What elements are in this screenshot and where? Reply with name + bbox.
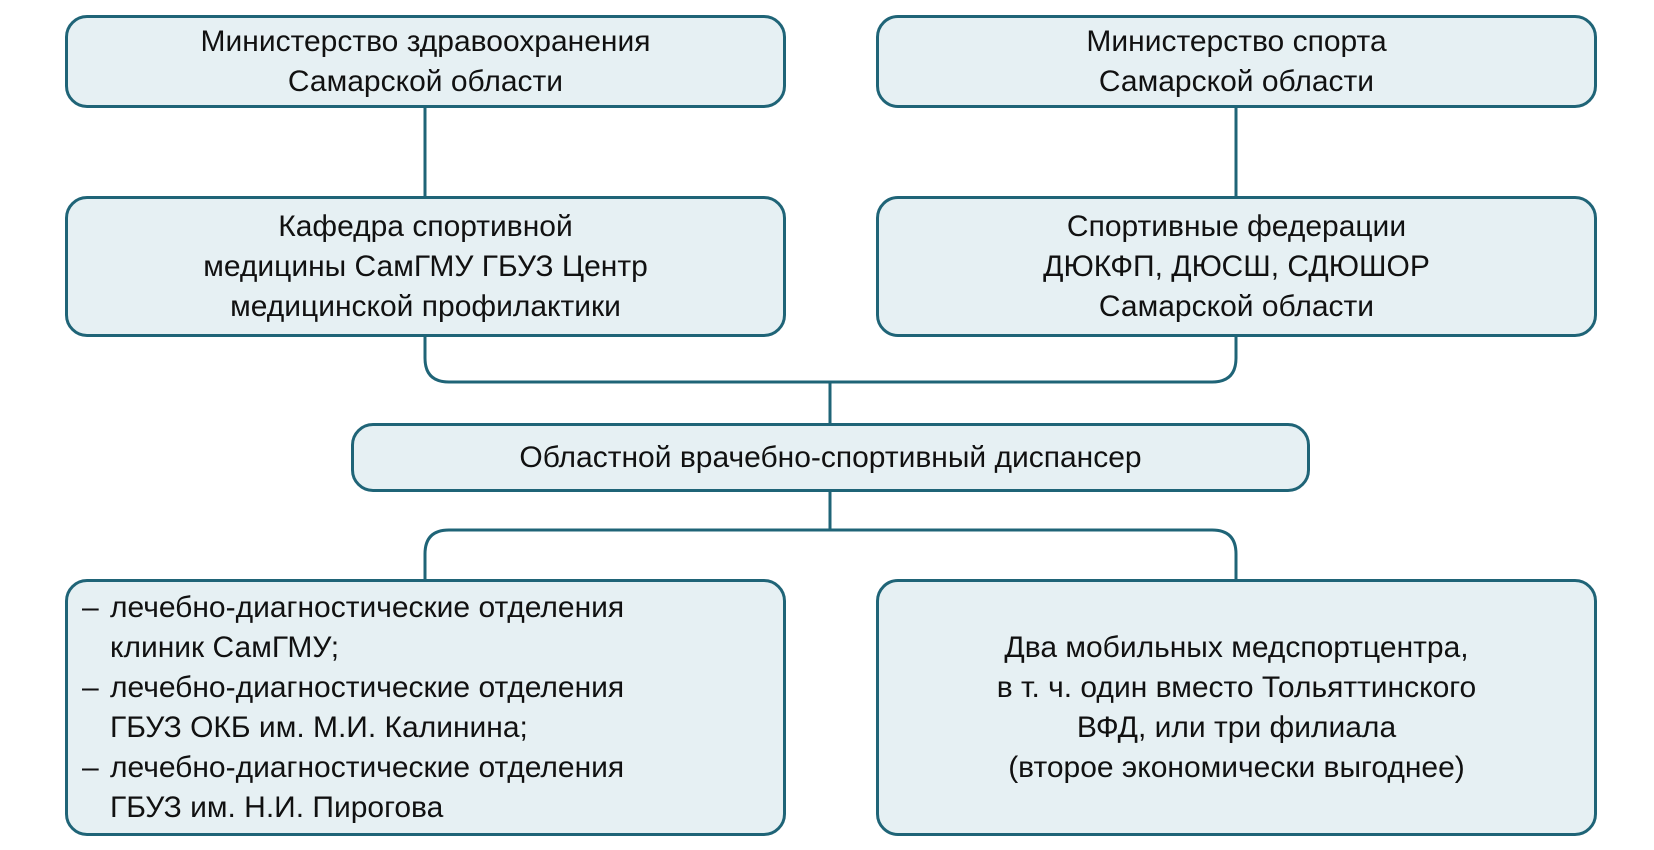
- ministry-health-line: Министерство здравоохранения: [200, 24, 651, 58]
- connector-lower-split: [423, 528, 1238, 579]
- list-item-line: клиник СамГМУ;: [110, 630, 340, 664]
- departments-list: – лечебно-диагностические отделения клин…: [82, 588, 624, 828]
- list-item: – лечебно-диагностические отделения клин…: [82, 588, 624, 668]
- list-item-line: ГБУЗ ОКБ им. М.И. Калинина;: [110, 710, 528, 744]
- ministry-sport-line: Министерство спорта: [1086, 24, 1387, 58]
- ministry-sport-line: Самарской области: [1098, 64, 1375, 98]
- mobile-centers-line: (второе экономически выгоднее): [1008, 750, 1465, 784]
- mobile-centers-line: ВФД, или три филиала: [1076, 710, 1397, 744]
- ministry-health-line: Самарской области: [287, 64, 564, 98]
- sports-medicine-dept-box: Кафедра спортивной медицины СамГМУ ГБУЗ …: [65, 196, 786, 337]
- sports-federations-line: Самарской области: [1098, 289, 1375, 323]
- sports-medicine-dept-line: медицинской профилактики: [230, 289, 621, 323]
- list-item: – лечебно-диагностические отделения ГБУЗ…: [82, 668, 624, 748]
- sports-federations-line: ДЮКФП, ДЮСШ, СДЮШОР: [1043, 249, 1430, 283]
- list-item-line: ГБУЗ им. Н.И. Пирогова: [110, 790, 444, 824]
- mobile-centers-line: в т. ч. один вместо Тольяттинского: [996, 670, 1477, 704]
- list-dash: –: [82, 750, 99, 784]
- sports-medicine-dept-line: медицины СамГМУ ГБУЗ Центр: [203, 249, 648, 283]
- mobile-centers-line: Два мобильных медспортцентра,: [1004, 630, 1469, 664]
- list-dash: –: [82, 670, 99, 704]
- ministry-health-box: Министерство здравоохранения Самарской о…: [65, 15, 786, 108]
- mobile-centers-box: Два мобильных медспортцентра, в т. ч. од…: [876, 579, 1597, 836]
- sports-federations-box: Спортивные федерации ДЮКФП, ДЮСШ, СДЮШОР…: [876, 196, 1597, 337]
- connector-upper-merge: [423, 337, 1238, 384]
- list-item-line: лечебно-диагностические отделения: [110, 750, 625, 784]
- list-item: – лечебно-диагностические отделения ГБУЗ…: [82, 748, 624, 828]
- regional-dispensary-label: Областной врачебно-спортивный диспансер: [519, 440, 1142, 474]
- ministry-sport-box: Министерство спорта Самарской области: [876, 15, 1597, 108]
- regional-dispensary-box: Областной врачебно-спортивный диспансер: [351, 423, 1310, 492]
- departments-list-box: – лечебно-диагностические отделения клин…: [65, 579, 786, 836]
- sports-medicine-dept-line: Кафедра спортивной: [278, 209, 573, 243]
- list-item-line: лечебно-диагностические отделения: [110, 670, 625, 704]
- sports-federations-line: Спортивные федерации: [1066, 209, 1407, 243]
- list-item-line: лечебно-диагностические отделения: [110, 590, 625, 624]
- list-dash: –: [82, 590, 99, 624]
